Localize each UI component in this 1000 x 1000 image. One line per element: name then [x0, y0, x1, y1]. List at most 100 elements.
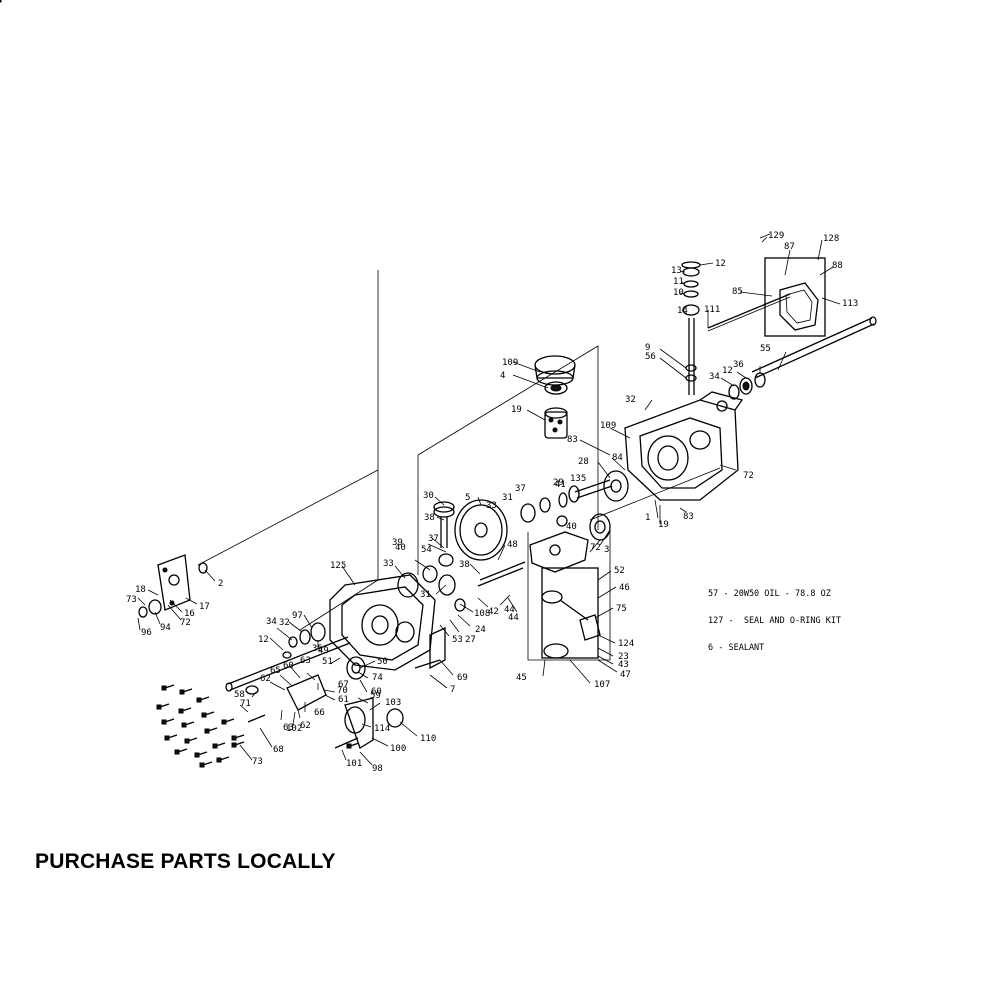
callout-label: 129 [768, 231, 784, 241]
callout-label: 40 [395, 543, 406, 553]
callout-label: 23 [618, 652, 629, 662]
callout-label: 16 [184, 609, 195, 619]
callout-label: 111 [704, 305, 720, 315]
callout-label: 108 [474, 609, 490, 619]
brake-lever-assembly [245, 656, 404, 749]
callout-label: 11 [673, 277, 684, 287]
brake-disc [589, 513, 611, 541]
callout-label: 58 [234, 690, 245, 700]
callout-label: 68 [273, 745, 284, 755]
hardware-bolts [0, 0, 360, 768]
callout-label: 73 [252, 757, 263, 767]
callout-label: 55 [760, 344, 771, 354]
callout-label: 33 [383, 559, 394, 569]
callout-label: 113 [842, 299, 858, 309]
callout-label: 59 [370, 691, 381, 701]
callout-label: 98 [372, 764, 383, 774]
axle-shaft [751, 316, 877, 379]
callout-label: 5 [465, 493, 470, 503]
bull-gear [454, 499, 508, 561]
callout-label: 114 [374, 724, 390, 734]
right-transaxle-housing [624, 391, 744, 501]
callout-label: 17 [199, 602, 210, 612]
callout-label: 97 [292, 611, 303, 621]
callout-label: 65 [270, 666, 281, 676]
callout-label: 1 [645, 513, 650, 523]
callout-label: 75 [616, 604, 627, 614]
callout-label: 38 [459, 560, 470, 570]
callout-label: 51 [322, 657, 333, 667]
callout-label: 84 [612, 453, 623, 463]
callout-label: 44 [504, 605, 515, 615]
callout-label: 43 [618, 660, 629, 670]
callout-label: 12 [258, 635, 269, 645]
callout-label: 70 [337, 686, 348, 696]
callout-label: 38 [424, 513, 435, 523]
callout-label: 31 [502, 493, 513, 503]
callout-label: 128 [823, 234, 839, 244]
callout-label: 36 [733, 360, 744, 370]
callout-label: 34 [709, 372, 720, 382]
callout-label: 135 [570, 474, 586, 484]
purchase-note: PURCHASE PARTS LOCALLY [35, 850, 336, 873]
bypass-rod [707, 293, 791, 332]
callout-label: 61 [338, 695, 349, 705]
callout-label: 34 [266, 617, 277, 627]
callout-label: 67 [338, 680, 349, 690]
callout-label: 37 [428, 534, 439, 544]
bypass-bracket [759, 233, 826, 337]
callout-label: 49 [318, 646, 329, 656]
input-pulley-assembly [534, 355, 576, 395]
callout-label: 103 [385, 698, 401, 708]
input-shaft [681, 261, 701, 395]
callout-label: 2 [218, 579, 223, 589]
gear-38 [433, 501, 455, 548]
callout-label: 10 [673, 288, 684, 298]
callout-label: 109 [600, 421, 616, 431]
differential-gear-set [397, 553, 466, 612]
callout-label: 60 [371, 687, 382, 697]
callout-label: 45 [516, 673, 527, 683]
callout-label: 74 [372, 673, 383, 683]
callout-label: 7 [450, 685, 455, 695]
cylinder-block [544, 407, 568, 439]
callout-label: 72 [590, 543, 601, 553]
callout-label: 94 [160, 623, 171, 633]
center-section [477, 531, 589, 587]
callout-label: 124 [618, 639, 634, 649]
callout-label: 87 [784, 242, 795, 252]
callout-label: 69 [457, 673, 468, 683]
callout-label: 110 [420, 734, 436, 744]
note-line: 127 - SEAL AND O-RING KIT [708, 616, 842, 626]
callout-label: 4 [500, 371, 505, 381]
callout-label: 24 [475, 625, 486, 635]
callout-label: 71 [240, 699, 251, 709]
callout-label: 28 [578, 457, 589, 467]
callout-label: 12 [715, 259, 726, 269]
callout-label: 48 [507, 540, 518, 550]
callout-label: 125 [330, 561, 346, 571]
callout-label: 52 [614, 566, 625, 576]
callout-label: 62 [260, 674, 271, 684]
leader-lines [137, 236, 841, 766]
note-line: 6 - SEALANT [708, 643, 765, 653]
mount-bracket [414, 626, 446, 670]
callout-label: 29 [553, 478, 564, 488]
callout-label: 72 [180, 618, 191, 628]
rear-cover-plate [157, 554, 191, 611]
callout-label: 99 [0, 0, 11, 3]
callout-label: 18 [135, 585, 146, 595]
gear-28 [603, 470, 629, 502]
callout-label: 53 [452, 635, 463, 645]
callout-label: 39 [392, 538, 403, 548]
note-line: 57 - 20W50 OIL - 78.8 OZ [708, 589, 831, 599]
callout-label: 32 [279, 618, 290, 628]
callout-label: 73 [126, 595, 137, 605]
callout-label: 72 [743, 471, 754, 481]
callout-label: 56 [645, 352, 656, 362]
callout-label: 60 [283, 661, 294, 671]
callout-label: 47 [620, 670, 631, 680]
callout-label: 109 [502, 358, 518, 368]
